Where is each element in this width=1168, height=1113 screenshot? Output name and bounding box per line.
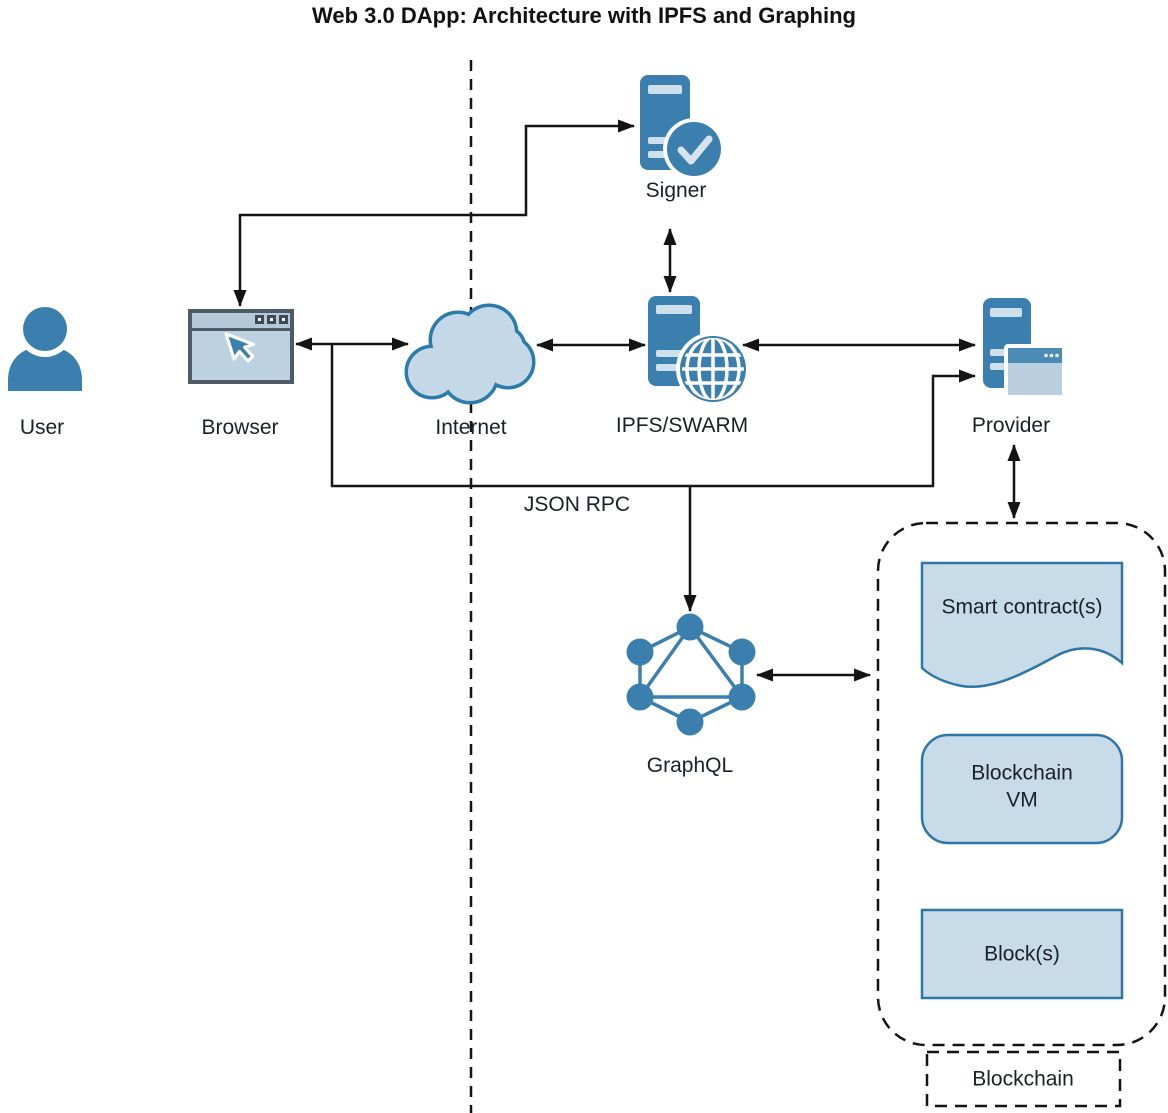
blockchain-vm-label: Blockchain VM xyxy=(971,761,1073,812)
internet-cloud-icon xyxy=(404,303,536,405)
provider-icon xyxy=(983,298,1066,399)
provider-label: Provider xyxy=(971,414,1051,437)
connectors xyxy=(233,119,1021,682)
smart-contracts-shape xyxy=(920,561,1124,689)
signer-icon xyxy=(640,75,725,180)
ipfs-label: IPFS/SWARM xyxy=(615,414,749,437)
smart-contracts-label: Smart contract(s) xyxy=(941,595,1103,619)
arrow-browser-signer xyxy=(233,119,635,307)
window-badge-icon xyxy=(1004,344,1066,399)
graphql-label: GraphQL xyxy=(646,754,734,777)
blockchain-container xyxy=(876,521,1167,1047)
browser-label: Browser xyxy=(201,416,279,439)
globe-icon xyxy=(676,332,750,406)
signer-label: Signer xyxy=(645,179,707,202)
arrow-json-rpc-bus xyxy=(330,344,976,488)
graphql-icon xyxy=(626,613,756,736)
blockchain-label-box xyxy=(925,1050,1122,1108)
blocks-shape xyxy=(920,908,1124,1000)
user-label: User xyxy=(19,416,65,439)
ipfs-swarm-icon xyxy=(648,296,750,406)
internet-label: Internet xyxy=(435,416,507,439)
blockchain-vm-shape xyxy=(920,733,1124,845)
check-badge-icon xyxy=(663,118,725,180)
diagram-title: Web 3.0 DApp: Architecture with IPFS and… xyxy=(312,3,856,28)
browser-icon xyxy=(188,309,294,384)
user-icon xyxy=(8,301,82,391)
blocks-label: Block(s) xyxy=(984,942,1060,966)
browser-buttons-icon xyxy=(255,315,288,324)
json-rpc-label: JSON RPC xyxy=(523,493,631,516)
blockchain-label: Blockchain xyxy=(972,1067,1074,1091)
cursor-icon xyxy=(224,332,256,363)
